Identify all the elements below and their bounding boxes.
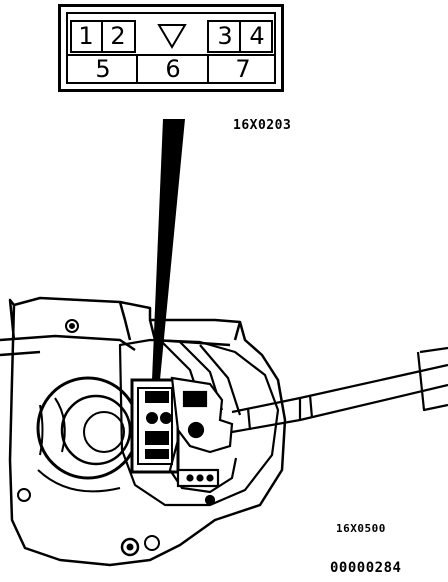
document-number: 00000284 xyxy=(330,560,402,576)
pin-separator-right xyxy=(239,20,241,53)
connector-pin-diagram: 1 2 3 4 5 6 7 xyxy=(58,4,284,92)
switch-lever xyxy=(231,346,448,434)
top-reference-code: 16X0203 xyxy=(233,118,292,133)
mounting-bolts xyxy=(17,319,160,557)
pin-3-label: 3 xyxy=(217,22,233,50)
pin-1-label: 1 xyxy=(78,22,94,50)
connector-frame xyxy=(66,12,276,84)
leader-wedge xyxy=(152,119,185,380)
pin-2-label: 2 xyxy=(110,22,126,50)
lower-reference-code: 16X0500 xyxy=(336,522,386,535)
pin-4-label: 4 xyxy=(249,22,265,50)
pin-group-left xyxy=(70,20,136,53)
bottom-separator-1 xyxy=(136,54,138,84)
bottom-separator-2 xyxy=(207,54,209,84)
pin-6-label: 6 xyxy=(165,55,181,83)
key-triangle-icon xyxy=(157,24,187,49)
column-boss xyxy=(36,376,140,493)
wire-plug xyxy=(168,376,238,506)
connector-block xyxy=(130,378,180,474)
pin-5-label: 5 xyxy=(95,55,111,83)
pin-7-label: 7 xyxy=(235,55,251,83)
row-separator xyxy=(68,54,274,56)
pin-separator-left xyxy=(101,20,103,53)
